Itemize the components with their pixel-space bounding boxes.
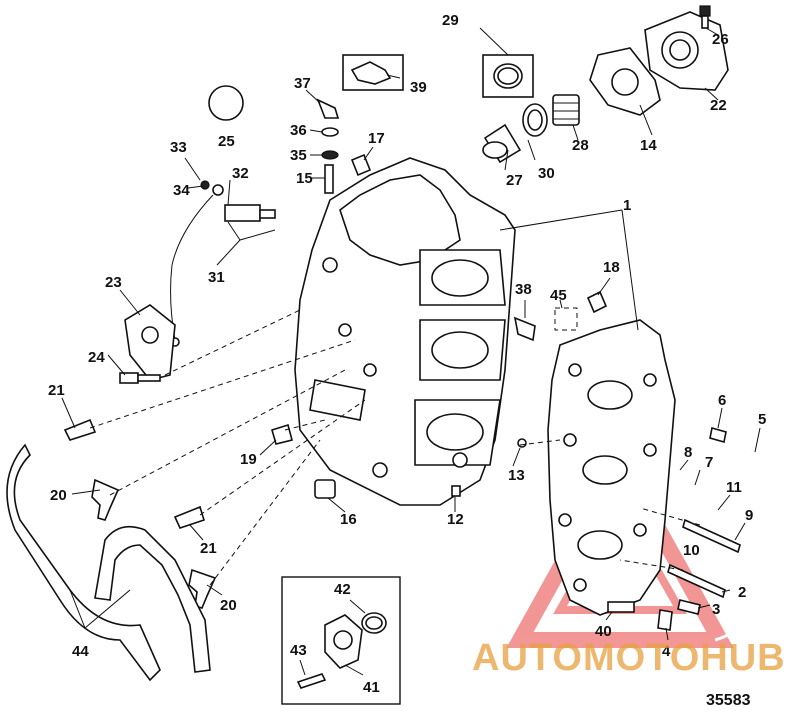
callout-21a: 21 [48,382,65,399]
callout-10: 10 [683,542,700,559]
guide-lines [89,309,701,586]
callout-23: 23 [105,274,122,291]
cylinder-block [294,157,516,506]
callout-40: 40 [595,623,612,640]
screw-12 [451,485,461,497]
callout-7: 7 [705,454,713,471]
callout-28: 28 [572,137,589,154]
wire-lead [170,194,214,347]
callout-15: 15 [296,170,313,187]
callout-36: 36 [290,122,307,139]
callout-4: 4 [662,643,671,660]
callout-45: 45 [550,287,567,304]
callout-44: 44 [72,643,89,660]
leader-lines [61,27,761,676]
callout-39: 39 [410,79,427,96]
thermostat-cover [644,11,729,91]
callout-31: 31 [208,269,225,286]
fitting-3 [677,599,701,615]
callout-34: 34 [173,182,190,199]
callout-21b: 21 [200,540,217,557]
callout-8: 8 [684,444,692,461]
plug-17 [350,153,372,177]
callout-20a: 20 [50,487,67,504]
callout-42: 42 [334,581,351,598]
hose-44-left [6,443,161,682]
washer-35 [321,150,339,160]
elbow-20a [91,478,120,521]
washer-36 [321,127,339,137]
callout-6: 6 [718,392,726,409]
pressure-relief-valve [482,123,522,164]
callout-16: 16 [340,511,357,528]
callout-25: 25 [218,133,235,150]
stud-15 [324,164,334,194]
screw-24 [119,372,161,384]
callout-labels: 1 2 3 4 5 6 7 8 9 10 11 12 13 14 15 16 1… [48,12,766,696]
callout-20b: 20 [220,597,237,614]
gasket-23 [124,304,176,381]
callout-41: 41 [363,679,380,696]
callout-37: 37 [294,75,311,92]
callout-18: 18 [603,259,620,276]
callout-2: 2 [738,584,746,601]
callout-32: 32 [232,165,249,182]
fitting-37 [316,98,340,119]
thermostat-seal [522,103,548,137]
callout-11: 11 [726,479,742,496]
bolt-6 [709,426,727,444]
callout-17: 17 [368,130,385,147]
fitting-45 [554,307,578,331]
callout-33: 33 [170,139,187,156]
fitting-38 [513,316,536,342]
bolt-2 [667,563,726,599]
inset-box [281,576,401,705]
fitting-21b [173,505,205,529]
hose-5 [714,451,778,642]
sensor-assembly-32 [200,180,276,222]
callout-14: 14 [640,137,657,154]
fitting-39 [342,54,404,91]
callout-3: 3 [712,601,720,618]
hose-44-right [94,525,211,673]
callout-13: 13 [508,467,525,484]
callout-43: 43 [290,642,307,659]
callout-35: 35 [290,147,307,164]
callout-30: 30 [538,165,555,182]
reference-number: 35583 [706,692,751,709]
callout-26: 26 [712,31,729,48]
plug-13 [517,438,527,448]
callout-22: 22 [710,97,727,114]
callout-38: 38 [515,281,532,298]
callout-5: 5 [758,411,766,428]
fitting-40 [607,601,635,613]
fitting-4 [657,609,673,631]
callout-27: 27 [506,172,523,189]
thermostat-gasket [589,47,661,116]
callout-12: 12 [447,511,464,528]
fitting-21a [63,418,97,441]
callout-29: 29 [442,12,459,29]
callout-9: 9 [745,507,753,524]
o-ring-box [482,54,534,98]
bolt-9 [682,518,741,554]
callout-24: 24 [88,349,105,366]
callout-1: 1 [623,197,631,214]
plug-25 [208,85,244,121]
screw-26 [699,5,711,29]
plug-16 [314,479,336,499]
thermostat [552,94,580,126]
watermark-text: AUTOMOTOHUB [472,637,786,679]
callout-19: 19 [240,451,257,468]
cylinder-head [547,319,676,616]
plug-18 [586,290,608,314]
